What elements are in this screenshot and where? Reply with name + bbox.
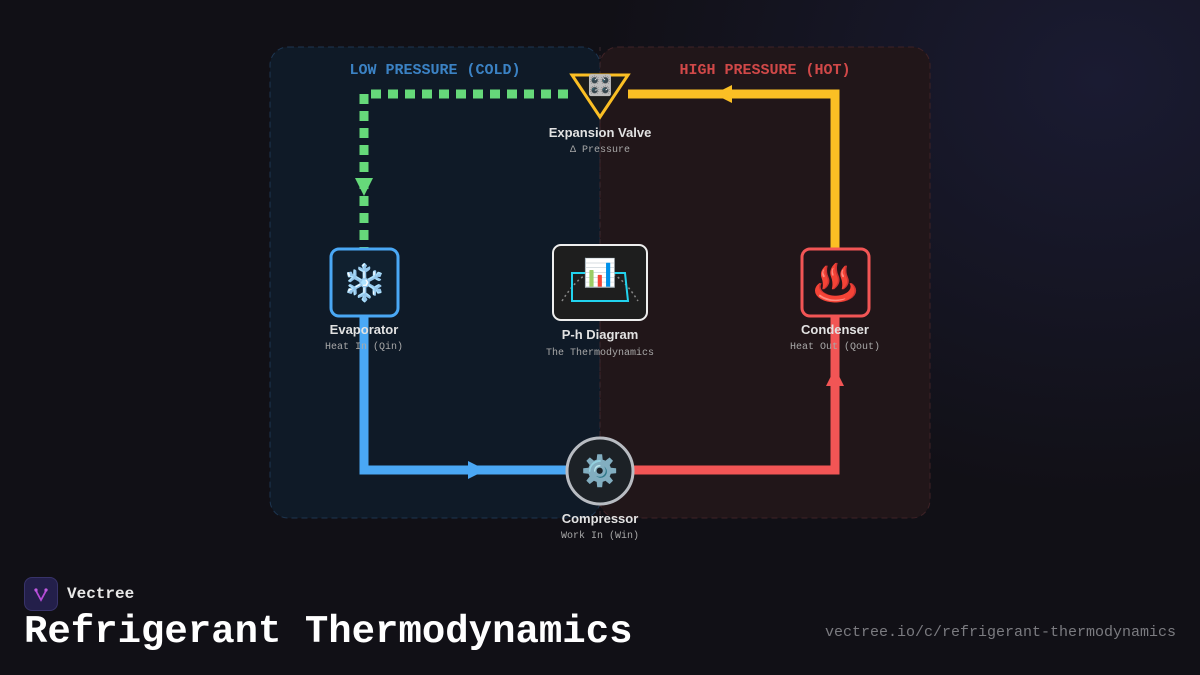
evaporator-box[interactable] (329, 247, 400, 318)
brand-name: Vectree (67, 585, 135, 603)
compressor-sub: Work In (Win) (560, 531, 640, 542)
condenser-box[interactable] (800, 247, 871, 318)
source-url: vectree.io/c/refrigerant-thermodynamics (824, 624, 1176, 641)
pipe-evaporator-to-compressor (359, 316, 566, 475)
condenser-sub: Heat Out (Qout) (789, 342, 881, 353)
page-title: Refrigerant Thermodynamics (24, 610, 633, 654)
snowflake-icon: ❄️ (342, 261, 387, 303)
brand: Vectree (24, 577, 134, 611)
flow-arrow-up (826, 368, 844, 386)
low-pressure-zone (269, 46, 601, 519)
pipe-condenser-to-valve (628, 89, 840, 248)
high-pressure-zone (599, 46, 931, 519)
pipe-compressor-to-condenser (634, 316, 840, 475)
diagram-sub: The Thermodynamics (545, 348, 655, 359)
flow-arrow-left (714, 85, 732, 103)
bar-chart-icon: 📊 (583, 258, 617, 288)
high-pressure-label: HIGH PRESSURE (HOT) (679, 62, 851, 79)
valve-name: Expansion Valve (548, 125, 652, 140)
vectree-logo-icon (24, 577, 58, 611)
evaporator-name: Evaporator (329, 322, 399, 337)
condenser-name: Condenser (801, 322, 869, 337)
compressor-circle[interactable] (565, 436, 635, 506)
hot-springs-icon: ♨️ (813, 261, 858, 303)
compressor-name: Compressor (561, 511, 639, 526)
gear-icon: ⚙️ (581, 454, 619, 488)
evaporator-sub: Heat In (Qin) (324, 342, 404, 353)
control-knobs-icon: 🎛️ (587, 74, 613, 97)
flow-arrow-down (355, 178, 373, 196)
expansion-valve[interactable] (569, 73, 631, 120)
low-pressure-label: LOW PRESSURE (COLD) (349, 62, 521, 79)
diagram-name: P-h Diagram (561, 327, 639, 342)
pipe-valve-to-evaporator (359, 89, 568, 248)
valve-sub: Δ Pressure (569, 145, 631, 156)
flow-arrow-right (468, 461, 486, 479)
